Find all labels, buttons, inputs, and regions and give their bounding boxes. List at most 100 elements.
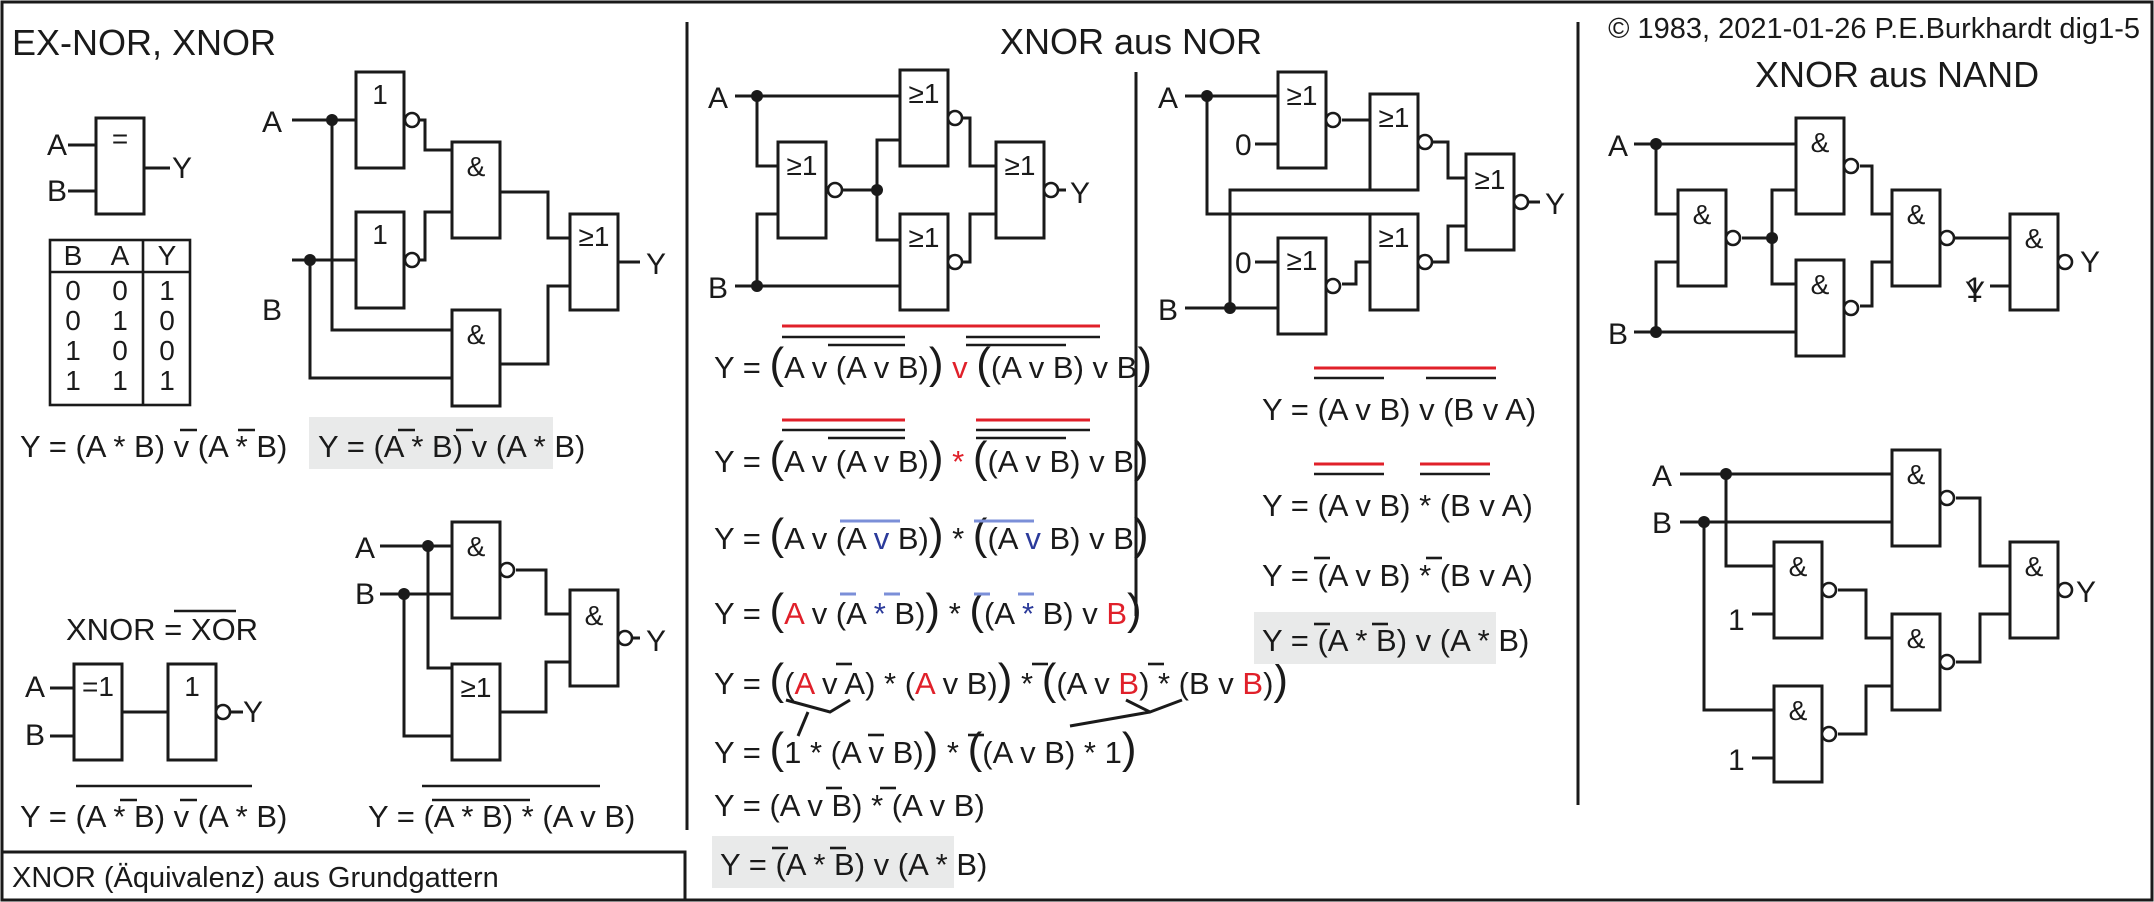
- svg-text:&: &: [467, 319, 486, 350]
- svg-text:≥1: ≥1: [787, 150, 818, 181]
- svg-text:Y = (A v (A v B)) * ((A v B) v: Y = (A v (A v B)) * ((A v B) v B): [714, 510, 1149, 559]
- svg-text:=: =: [112, 123, 128, 154]
- svg-text:Y: Y: [1070, 177, 1090, 210]
- svg-text:1: 1: [1728, 604, 1745, 637]
- svg-text:&: &: [1907, 459, 1926, 490]
- circuit-nand-4: A B 1 1 Y & & & & &: [1652, 448, 2096, 784]
- svg-text:B: B: [355, 578, 375, 611]
- svg-text:B: B: [47, 175, 67, 208]
- svg-text:&: &: [1789, 695, 1808, 726]
- xnor-symbol: = A B Y: [47, 116, 192, 216]
- svg-text:1: 1: [1728, 744, 1745, 777]
- svg-text:B: B: [1158, 294, 1178, 327]
- svg-text:A: A: [355, 532, 375, 565]
- svg-text:≥1: ≥1: [1005, 150, 1036, 181]
- svg-text:A: A: [47, 129, 67, 162]
- svg-text:1: 1: [65, 335, 81, 366]
- svg-text:1: 1: [1966, 272, 1983, 305]
- svg-text:≥1: ≥1: [579, 221, 610, 252]
- svg-text:XNOR = XOR: XNOR = XOR: [66, 612, 258, 647]
- left-title: EX-NOR, XNOR: [12, 22, 276, 63]
- svg-text:Y = (A v B) v (B v A): Y = (A v B) v (B v A): [1262, 392, 1536, 427]
- nor-result: Y = (A * B) v (A * B): [720, 846, 987, 882]
- svg-text:Y: Y: [1545, 188, 1565, 221]
- svg-text:Y = (A v B) * (A v B): Y = (A v B) * (A v B): [714, 788, 985, 823]
- circuit-nand-5: A B Y 1 & & & & &: [1608, 116, 2074, 358]
- xnor-definition: XNOR = XOR A B Y =1 1: [25, 609, 263, 762]
- left-formula-4: Y = (A * B) * (A v B): [368, 784, 635, 834]
- svg-text:≥1: ≥1: [1287, 80, 1318, 111]
- svg-text:≥1: ≥1: [909, 78, 940, 109]
- svg-text:1: 1: [372, 219, 388, 250]
- svg-text:Y: Y: [646, 625, 666, 658]
- nor-result-highlight: [712, 836, 954, 888]
- svg-text:≥1: ≥1: [1379, 222, 1410, 253]
- svg-text:Y: Y: [2076, 576, 2096, 609]
- svg-text:A: A: [708, 82, 728, 115]
- svg-text:Y = (A * B) v (A * B): Y = (A * B) v (A * B): [720, 847, 987, 882]
- svg-text:B: B: [708, 272, 728, 305]
- svg-text:≥1: ≥1: [1379, 102, 1410, 133]
- tt-header-b: B: [64, 240, 83, 271]
- svg-text:&: &: [585, 600, 604, 631]
- svg-text:Y = (A v B) * (B v A): Y = (A v B) * (B v A): [1262, 488, 1533, 523]
- svg-text:A: A: [1608, 130, 1628, 163]
- svg-text:0: 0: [65, 275, 81, 306]
- svg-text:≥1: ≥1: [1475, 164, 1506, 195]
- svg-text:Y = (A * B) v (A * B): Y = (A * B) v (A * B): [1262, 623, 1529, 658]
- nand-5-output-label: Y: [2080, 246, 2100, 279]
- svg-text:A: A: [1652, 460, 1672, 493]
- svg-text:Y = (A v B) * (B v A): Y = (A v B) * (B v A): [1262, 558, 1533, 593]
- nor-small-result-highlight: [1254, 612, 1496, 664]
- svg-text:0: 0: [65, 305, 81, 336]
- svg-text:Y: Y: [1965, 276, 1985, 309]
- svg-text:&: &: [467, 531, 486, 562]
- svg-text:&: &: [2025, 223, 2044, 254]
- svg-text:A: A: [1158, 82, 1178, 115]
- circuit-not-and-or: A B Y 1 1 & & ≥1: [262, 70, 666, 408]
- svg-text:B: B: [25, 719, 45, 752]
- svg-text:1: 1: [65, 365, 81, 396]
- svg-text:&: &: [1693, 199, 1712, 230]
- footer-caption: XNOR (Äquivalenz) aus Grundgattern: [12, 862, 499, 894]
- svg-text:0: 0: [112, 275, 128, 306]
- left-formula-3: Y = (A * B) v (A * B): [20, 784, 287, 834]
- left-formula-1: Y = (A * B) v (A * B): [20, 428, 287, 464]
- footer-box: [0, 850, 687, 902]
- svg-text:≥1: ≥1: [1287, 245, 1318, 276]
- circuit-and-or-and: A B Y & ≥1 &: [355, 520, 666, 762]
- circuit-nor-5: A B Y ≥1 ≥1 ≥1 ≥1: [708, 68, 1090, 312]
- svg-text:A: A: [25, 671, 45, 704]
- middle-title: XNOR aus NOR: [1000, 21, 1262, 62]
- svg-text:1: 1: [112, 365, 128, 396]
- svg-text:&: &: [1789, 551, 1808, 582]
- circuit-nor-4: A B 0 0 Y ≥1 ≥1 ≥1 ≥1 ≥1: [1158, 70, 1565, 336]
- svg-text:Y = (A * B) v (A * B): Y = (A * B) v (A * B): [20, 799, 287, 834]
- copyright: © 1983, 2021-01-26 P.E.Burkhardt dig1-5: [1608, 13, 2140, 45]
- svg-text:B: B: [1652, 507, 1672, 540]
- svg-text:Y = (A v (A v B)) * ((A v B) v: Y = (A v (A v B)) * ((A v B) v B): [714, 433, 1149, 482]
- svg-text:Y: Y: [243, 696, 263, 729]
- svg-text:Y = (A v (A v B)) v ((A v B) v: Y = (A v (A v B)) v ((A v B) v B): [714, 339, 1152, 388]
- svg-text:Y = (A v (A * B)) * ((A * B) v: Y = (A v (A * B)) * ((A * B) v B): [714, 585, 1142, 634]
- nor-small-result: Y = (A * B) v (A * B): [1262, 622, 1529, 658]
- tt-header-y: Y: [158, 240, 177, 271]
- svg-text:Y = ((A v A) * (A v B)) * ((A: Y = ((A v A) * (A v B)) * ((A v B) * (B …: [714, 655, 1288, 704]
- left-formula-2: Y = (A * B) v (A * B): [318, 428, 585, 464]
- svg-text:0: 0: [159, 335, 175, 366]
- svg-text:B: B: [262, 294, 282, 327]
- svg-text:0: 0: [1235, 129, 1252, 162]
- right-title: XNOR aus NAND: [1755, 54, 2039, 95]
- left-formula-2-highlight: [309, 417, 553, 469]
- svg-text:1: 1: [112, 305, 128, 336]
- svg-text:0: 0: [112, 335, 128, 366]
- svg-text:1: 1: [184, 671, 200, 702]
- svg-text:0: 0: [1235, 247, 1252, 280]
- svg-text:&: &: [467, 151, 486, 182]
- svg-text:Y: Y: [172, 152, 192, 185]
- svg-text:A: A: [262, 106, 282, 139]
- svg-text:Y = (A * B) v (A * B): Y = (A * B) v (A * B): [318, 429, 585, 464]
- svg-text:Y = (A * B) v (A * B): Y = (A * B) v (A * B): [20, 429, 287, 464]
